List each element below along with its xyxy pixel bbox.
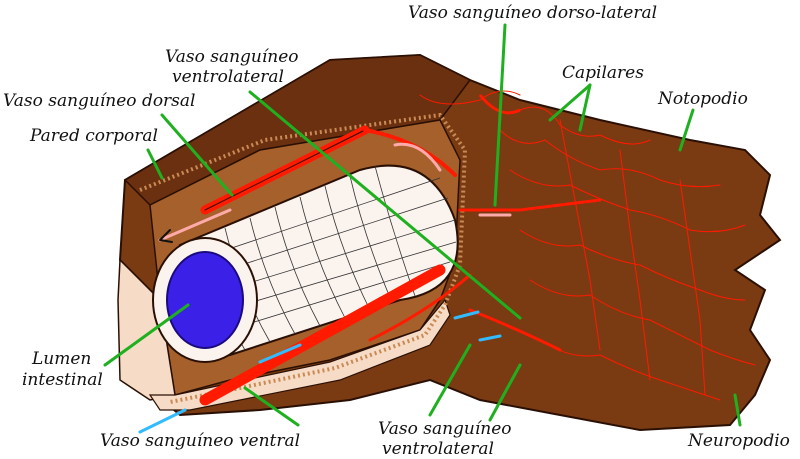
blue-arrow-ventral-2 bbox=[140, 410, 185, 432]
label-ventrolateral-bottom-1: Vaso sanguíneo bbox=[378, 419, 512, 439]
label-notopodio: Notopodio bbox=[657, 89, 748, 109]
label-lumen-1: Lumen bbox=[31, 349, 91, 369]
label-ventral: Vaso sanguíneo ventral bbox=[100, 431, 300, 451]
label-pared-corporal: Pared corporal bbox=[29, 126, 158, 146]
label-ventrolateral-bottom-2: ventrolateral bbox=[382, 439, 494, 459]
intestinal-lumen bbox=[167, 252, 243, 348]
label-neuropodio: Neuropodio bbox=[687, 431, 790, 451]
label-dorso-lateral: Vaso sanguíneo dorso-lateral bbox=[408, 3, 657, 23]
label-ventrolateral-top-2: ventrolateral bbox=[172, 67, 284, 87]
label-capilares: Capilares bbox=[562, 63, 644, 83]
label-dorsal: Vaso sanguíneo dorsal bbox=[3, 91, 195, 111]
label-lumen-2: intestinal bbox=[22, 370, 103, 390]
label-ventrolateral-top-1: Vaso sanguíneo bbox=[165, 47, 299, 67]
